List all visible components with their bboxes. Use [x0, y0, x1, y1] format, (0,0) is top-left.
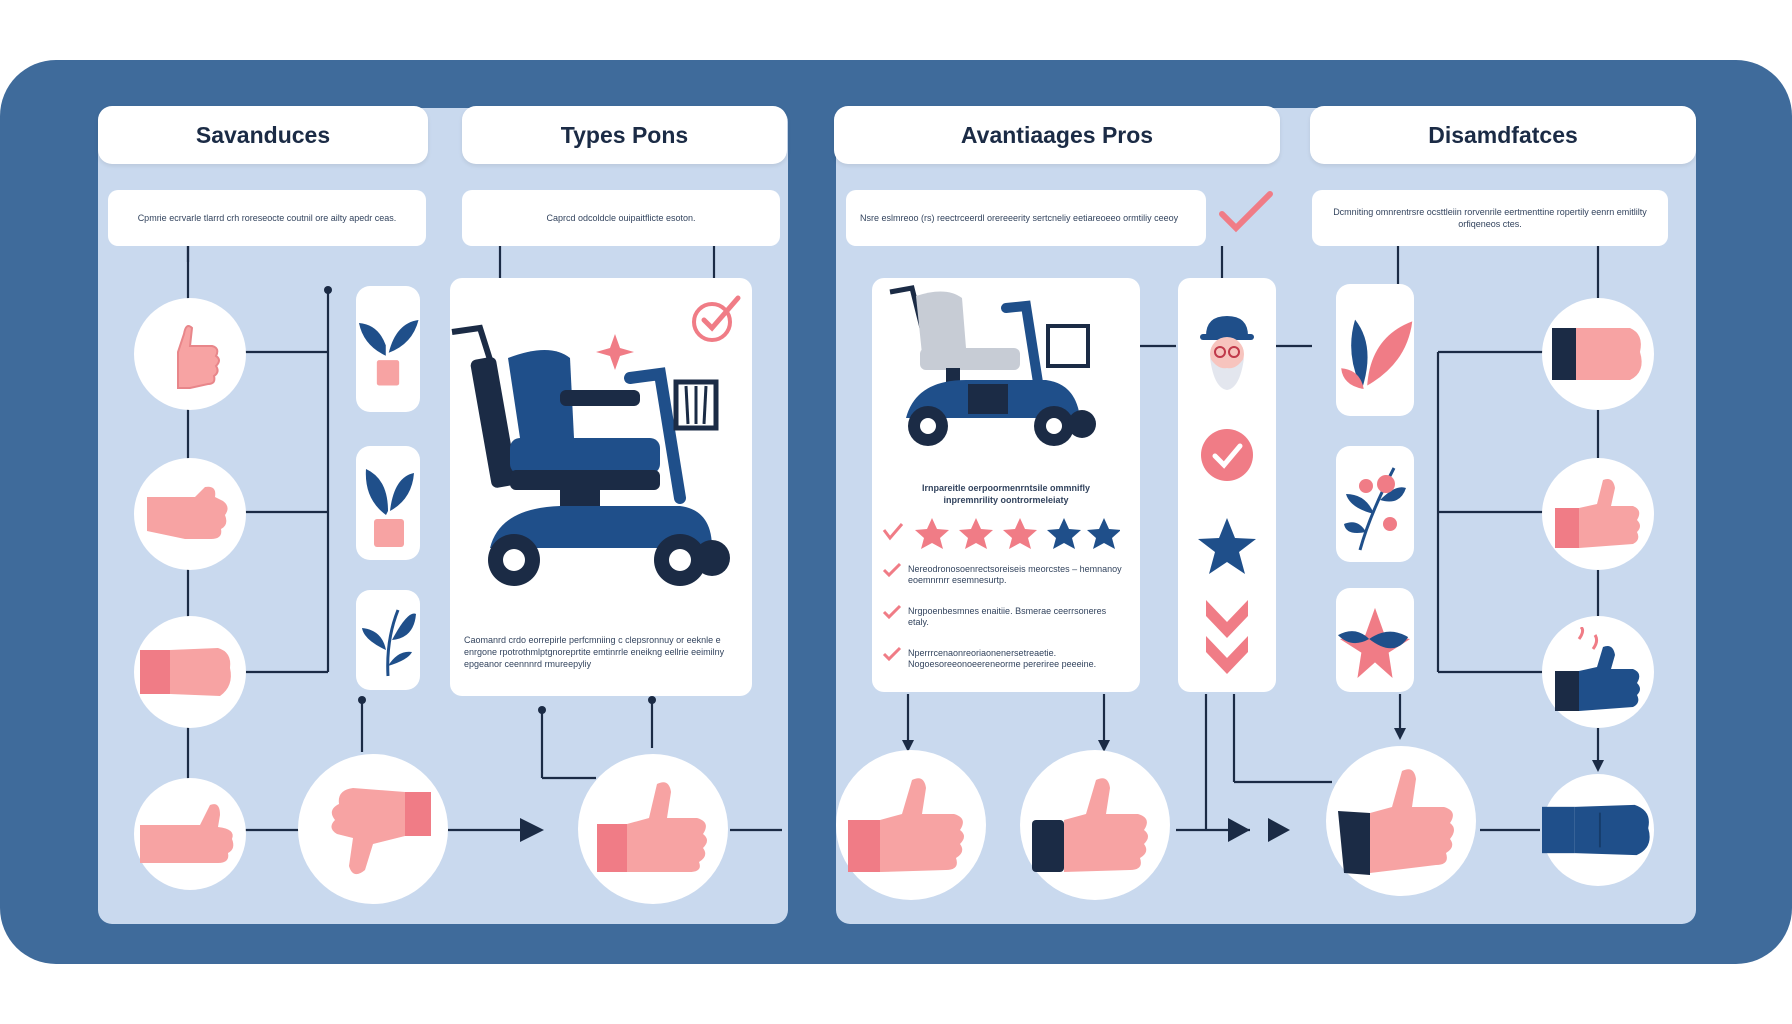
circle-thumb-up — [134, 298, 246, 410]
mobility-scooter-icon — [451, 324, 730, 586]
note-advantages: Nsre eslmreoo (rs) reectrceerdl orereeer… — [846, 190, 1206, 246]
leaf-sprig-icon — [362, 609, 416, 677]
tab-savanduces[interactable]: Savanduces — [98, 106, 428, 164]
star-icon — [1198, 518, 1256, 574]
thumb-up-bottom-3-icon — [1338, 769, 1454, 875]
fist-dark-icon — [1552, 328, 1642, 380]
down-arrows-icon — [1206, 600, 1248, 674]
circle-thumb-up-bottom-3 — [1326, 746, 1476, 896]
circle-thumb-up-blue — [1542, 616, 1654, 728]
thumb-up-pink-icon — [1555, 479, 1640, 548]
elderly-person-icon — [1200, 316, 1254, 390]
thumb-up-small-icon — [140, 804, 234, 863]
circle-thumb-up-small — [134, 778, 246, 890]
leaf-icon — [1341, 319, 1413, 389]
list-check-icon — [882, 562, 902, 578]
plant-pot-small-icon — [365, 469, 414, 547]
list-check-icon — [882, 604, 902, 620]
fist-blue-icon — [1542, 804, 1650, 856]
note-types-pons: Caprcd odcoldcle ouipaitflicte esoton. — [462, 190, 780, 246]
scooter-card-left-text: Caomanrd crdo eorrepirle perfcmniing c c… — [464, 635, 725, 669]
tab-disadvantages[interactable]: Disamdfatces — [1310, 106, 1696, 164]
scooter-card-left: Caomanrd crdo eorrepirle perfcmniing c c… — [450, 278, 752, 696]
flower-branch-icon — [1344, 467, 1406, 551]
thumb-up-large-icon — [597, 782, 707, 872]
thumb-up-blue-icon — [1555, 627, 1640, 711]
flower-icon — [1337, 607, 1411, 679]
scooter-card-right: Irnpareitle oerpoormenrntsile ommnifly i… — [872, 278, 1140, 692]
thumb-side-icon — [147, 486, 228, 539]
scooter-card-right-item-1: Nereodronosoenrectsoreiseis meorcstes – … — [908, 564, 1122, 585]
scooter-card-right-item-2: Nrgpoenbesmnes enaitiie. Bsmerae ceerrso… — [908, 606, 1107, 627]
thumb-down-icon — [331, 788, 431, 875]
tab-types-pons[interactable]: Types Pons — [462, 106, 787, 164]
thumb-up-bottom-2-icon — [1032, 778, 1148, 872]
plant-card-1 — [356, 286, 420, 412]
plant-card-2 — [356, 446, 420, 560]
check-circle-icon — [1201, 429, 1253, 481]
circle-thumb-up-bottom-1 — [836, 750, 986, 900]
tab-advantages-pros[interactable]: Avantiaages Pros — [834, 106, 1280, 164]
circle-fist-dark — [1542, 298, 1654, 410]
check-circle-icon — [692, 295, 741, 342]
list-check-icon — [882, 646, 902, 662]
leaf-card-1 — [1336, 284, 1414, 416]
rating-stars — [882, 518, 1120, 549]
note-savanduces: Cpmrie ecrvarle tlarrd crh roreseocte co… — [108, 190, 426, 246]
thumb-up-icon — [177, 325, 220, 389]
plant-pot-icon — [358, 319, 419, 386]
circle-thumb-down — [298, 754, 448, 904]
circle-fist — [134, 616, 246, 728]
icon-strip — [1178, 278, 1276, 692]
note-disadvantages: Dcmniting omnrentrsre ocsttleiin rorvenr… — [1312, 190, 1668, 246]
leaf-card-2 — [1336, 446, 1414, 562]
mobility-scooter-small-icon — [889, 285, 1096, 446]
thumb-up-bottom-1-icon — [848, 778, 964, 872]
leaf-card-3 — [1336, 588, 1414, 692]
scooter-card-right-item-3: Nperrrcenaonreoriaonenersetreaetie. Nogo… — [908, 648, 1097, 669]
fist-icon — [140, 648, 231, 696]
circle-fist-blue — [1542, 774, 1654, 886]
check-mark-icon — [1219, 191, 1273, 233]
scooter-card-right-heading: Irnpareitle oerpoormenrntsile ommnifly i… — [921, 483, 1091, 505]
circle-thumb-side — [134, 458, 246, 570]
circle-thumb-up-pink — [1542, 458, 1654, 570]
plant-card-3 — [356, 590, 420, 690]
circle-thumb-up-large — [578, 754, 728, 904]
circle-thumb-up-bottom-2 — [1020, 750, 1170, 900]
